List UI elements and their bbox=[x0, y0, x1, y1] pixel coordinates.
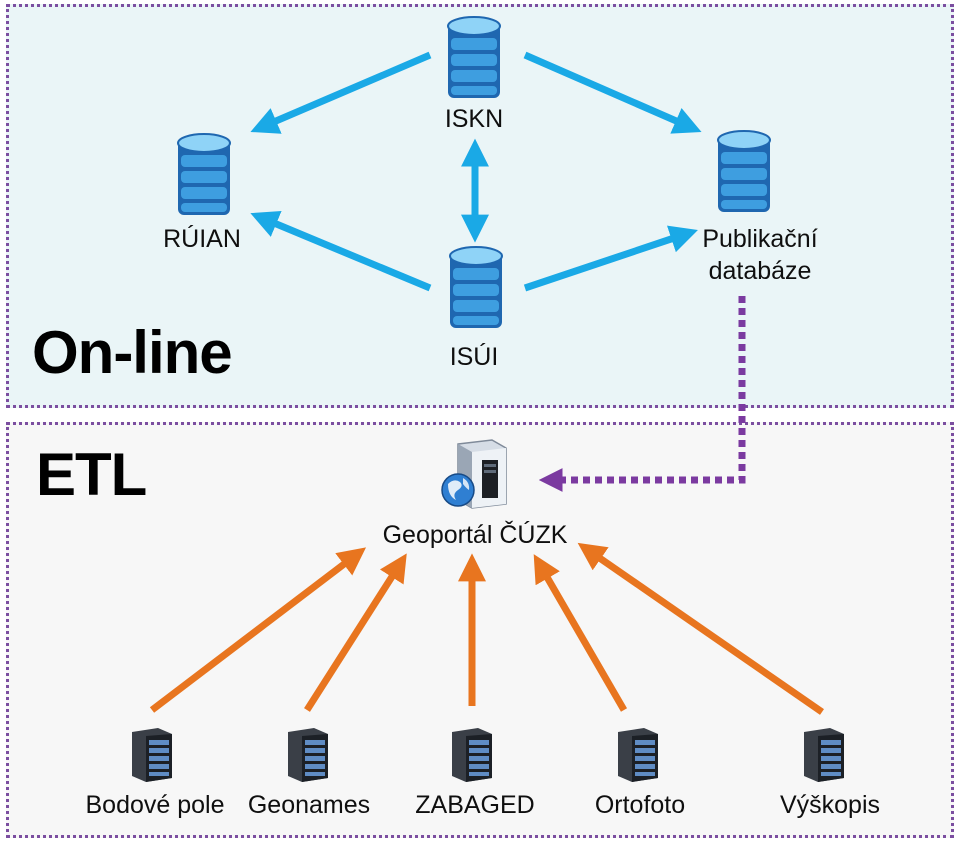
online-section-title: On-line bbox=[32, 319, 233, 386]
etl-section-title: ETL bbox=[36, 441, 147, 508]
publikacni-database-icon bbox=[717, 130, 771, 212]
bodove-pole-server-icon bbox=[132, 728, 172, 782]
isui-database-icon bbox=[449, 246, 503, 328]
ortofoto-server-icon bbox=[618, 728, 658, 782]
publikacni-label-line2: databáze bbox=[708, 257, 812, 285]
vyskopis-server-icon bbox=[804, 728, 844, 782]
arrow-bodove-pole-to-geoportal bbox=[149, 547, 367, 713]
geoportal-label: Geoportál ČÚZK bbox=[382, 521, 568, 549]
iskn-label: ISKN bbox=[444, 105, 504, 133]
iskn-database-icon bbox=[447, 16, 501, 98]
geonames-server-icon bbox=[288, 728, 328, 782]
source-label-zabaged: ZABAGED bbox=[415, 791, 535, 819]
ruian-label: RÚIAN bbox=[163, 225, 241, 253]
sync-publikacni-to-geoportal bbox=[538, 296, 746, 492]
source-label-bodove-pole: Bodové pole bbox=[85, 791, 225, 819]
arrow-vyskopis-to-geoportal bbox=[577, 542, 824, 715]
zabaged-server-icon bbox=[452, 728, 492, 782]
arrow-geonames-to-geoportal bbox=[304, 553, 407, 712]
isui-label: ISÚI bbox=[449, 343, 499, 371]
arrow-iskn-to-ruian bbox=[250, 51, 432, 134]
source-label-geonames: Geonames bbox=[247, 791, 371, 819]
arrow-iskn-to-publikacni bbox=[523, 51, 702, 134]
source-label-ortofoto: Ortofoto bbox=[594, 791, 686, 819]
arrow-isui-to-ruian bbox=[250, 211, 432, 292]
ruian-database-icon bbox=[177, 133, 231, 215]
arrow-isui-to-publikacni bbox=[523, 225, 698, 292]
publikacni-label-line1: Publikační bbox=[702, 225, 818, 253]
arrow-ortofoto-to-geoportal bbox=[533, 554, 628, 712]
geoportal-web-server-icon bbox=[441, 439, 507, 509]
source-label-vyskopis: Výškopis bbox=[779, 791, 881, 819]
